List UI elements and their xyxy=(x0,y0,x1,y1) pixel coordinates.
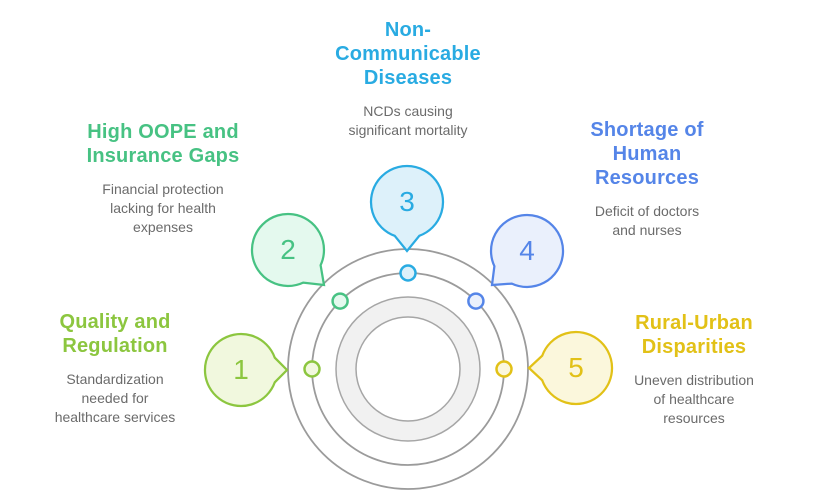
item-1-title: Quality and Regulation xyxy=(59,311,171,357)
item-5-description: Uneven distribution of healthcare resour… xyxy=(634,372,754,426)
label-item-4: Shortage of Human Resources Deficit of d… xyxy=(537,118,757,240)
item-4-description: Deficit of doctors and nurses xyxy=(594,203,700,238)
item-4-title: Shortage of Human Resources xyxy=(590,119,704,189)
label-item-3: Non- Communicable Diseases NCDs causing … xyxy=(288,18,528,140)
bubble-node-1[interactable] xyxy=(203,332,289,408)
donut-band xyxy=(336,297,480,441)
item-3-title: Non- Communicable Diseases xyxy=(335,19,481,89)
ring-markers xyxy=(303,264,513,378)
bubble-number-1: 1 xyxy=(233,354,249,385)
donut-inner-edge xyxy=(355,316,461,422)
label-item-2: High OOPE and Insurance Gaps Financial p… xyxy=(53,120,273,237)
bubble-node-3[interactable] xyxy=(369,164,445,253)
bubble-number-4: 4 xyxy=(519,235,535,266)
item-3-description: NCDs causing significant mortality xyxy=(348,103,468,138)
label-item-1: Quality and Regulation Standardization n… xyxy=(5,310,225,427)
marker-2 xyxy=(331,292,349,310)
item-2-description: Financial protection lacking for health … xyxy=(102,181,224,235)
donut-outer-edge xyxy=(335,296,481,442)
marker-3 xyxy=(399,264,417,282)
item-2-title: High OOPE and Insurance Gaps xyxy=(86,121,240,167)
marker-1 xyxy=(303,360,321,378)
bubble-number-3: 3 xyxy=(399,186,415,217)
item-5-title: Rural-Urban Disparities xyxy=(635,312,753,358)
bubble-node-2[interactable] xyxy=(250,212,326,288)
bubble-node-4[interactable] xyxy=(489,213,565,289)
item-1-description: Standardization needed for healthcare se… xyxy=(54,371,176,425)
bubble-number-2: 2 xyxy=(280,234,296,265)
label-item-5: Rural-Urban Disparities Uneven distribut… xyxy=(584,311,804,428)
bubble-node-5[interactable] xyxy=(527,330,614,406)
bubble-number-5: 5 xyxy=(568,352,584,383)
speech-bubbles: 1 2 3 4 5 xyxy=(203,164,614,408)
marker-4 xyxy=(467,292,485,310)
marker-5 xyxy=(495,360,513,378)
